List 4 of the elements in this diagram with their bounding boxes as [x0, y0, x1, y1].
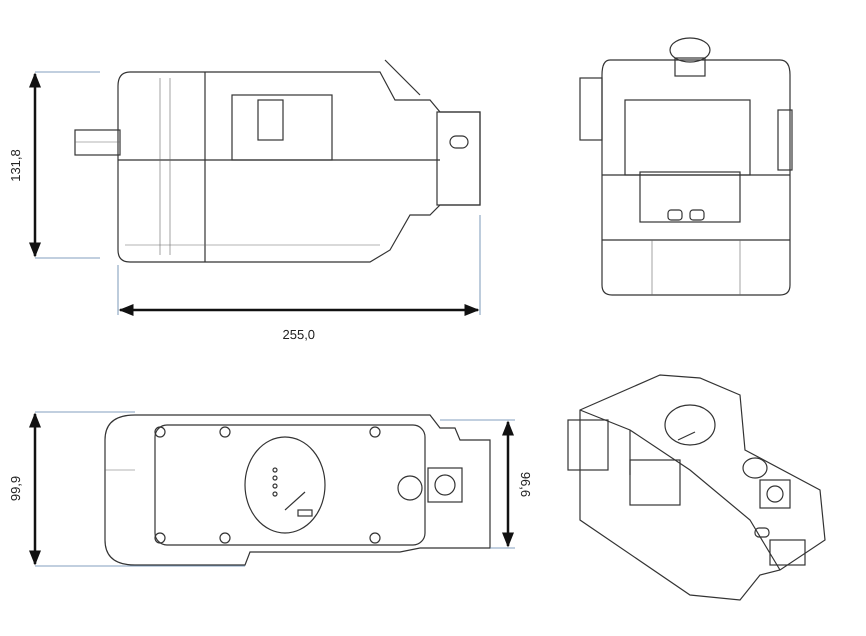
dimension-label: 96,6 [518, 471, 533, 497]
dimension-label: 99,9 [8, 475, 23, 501]
dimension-label: 131,8 [7, 148, 22, 182]
dimension-label: 255,0 [282, 326, 316, 342]
